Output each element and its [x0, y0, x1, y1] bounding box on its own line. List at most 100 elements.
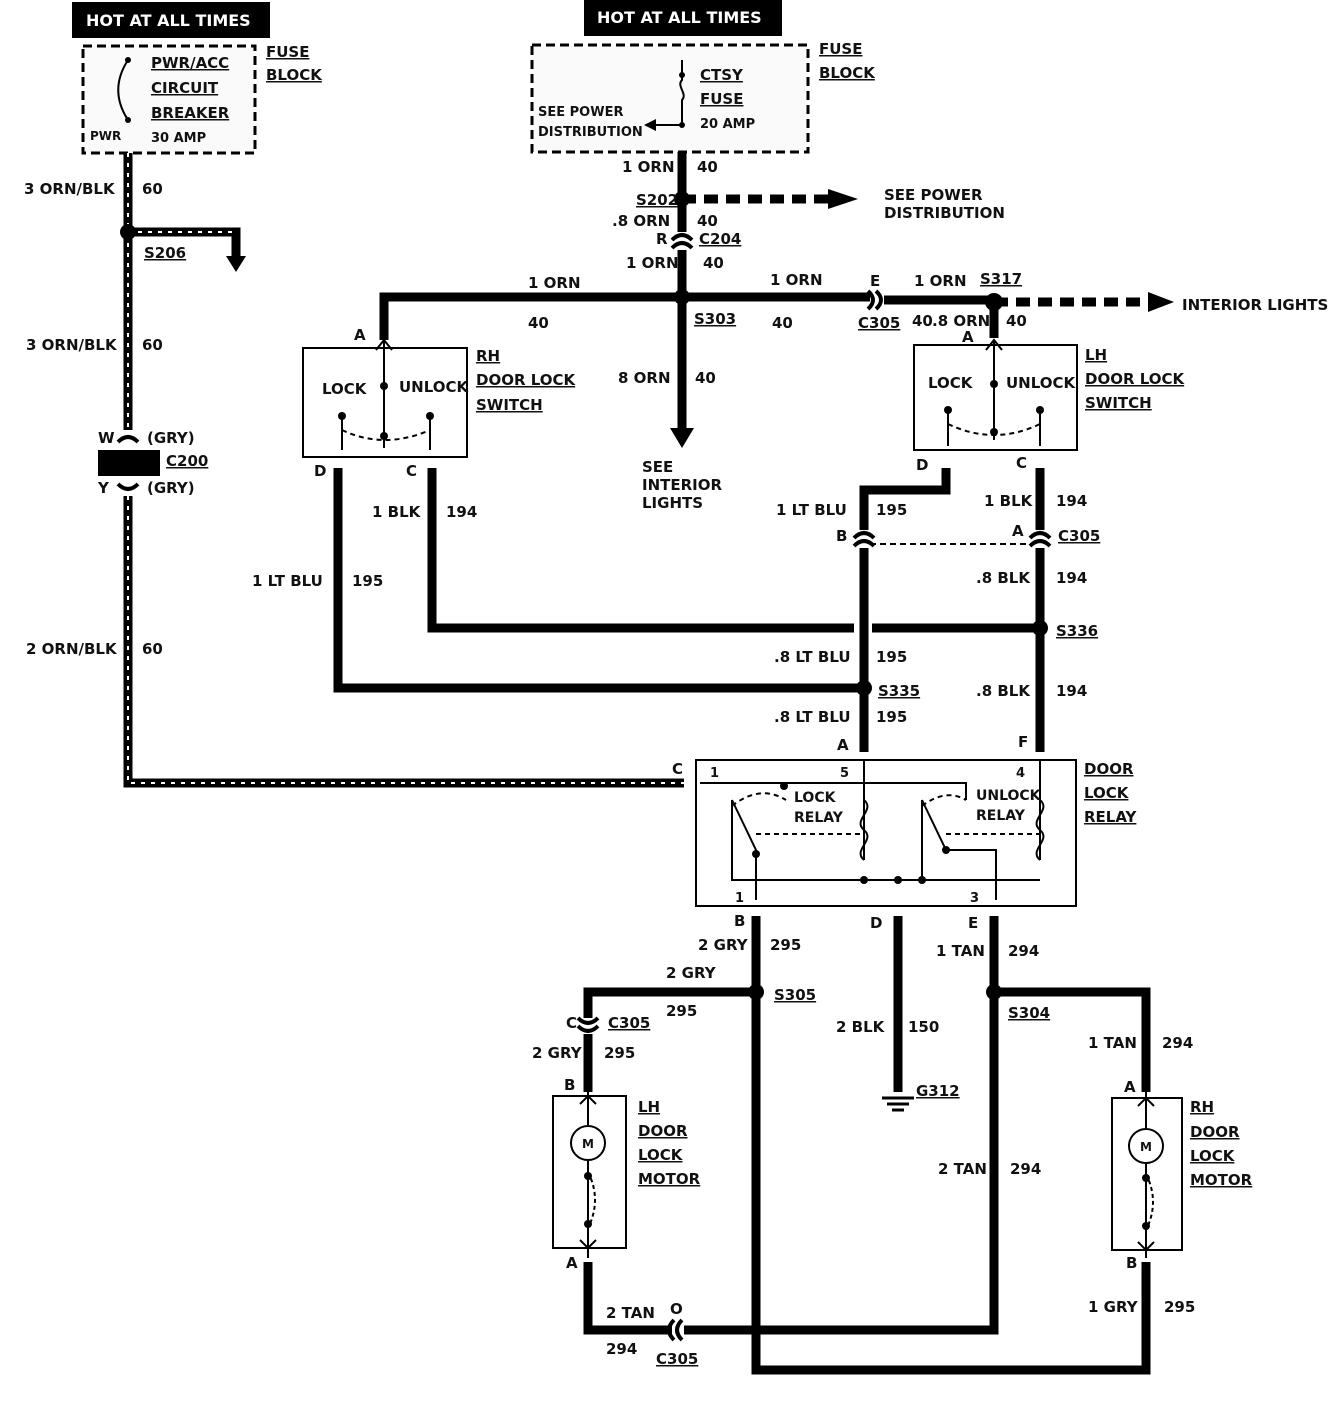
splice-s305	[748, 984, 764, 1000]
ground-g312-label: G312	[916, 1082, 960, 1100]
header-left-bg	[72, 2, 270, 38]
rh-motor-symbol	[1128, 1128, 1164, 1164]
wire-label-08orn-s317: .8 ORN	[932, 312, 990, 330]
pin-a-rh: A	[354, 326, 366, 344]
breaker-label-2: CIRCUIT	[151, 79, 219, 97]
wire-label-1tan-b: 1 TAN	[1088, 1034, 1137, 1052]
lh-switch-lock: LOCK	[928, 374, 974, 392]
connector-c305-mid: C305	[1058, 527, 1100, 545]
pin-b-rh-motor: B	[1126, 1254, 1137, 1272]
lh-switch-l2: DOOR LOCK	[1085, 370, 1186, 388]
fuse-label-2: FUSE	[700, 90, 743, 108]
breaker-rating: 30 AMP	[151, 131, 206, 146]
wire-label-8orn: 8 ORN	[618, 369, 671, 387]
lh-switch-l1: LH	[1085, 346, 1107, 364]
lh-motor-symbol	[570, 1125, 606, 1161]
wire-num-40-down: 40	[695, 369, 716, 387]
wire-num-195-a: 195	[876, 648, 907, 666]
relay-pin-1-bot: 1	[735, 891, 744, 906]
wire-label-1ltblu-rh: 1 LT BLU	[252, 572, 323, 590]
wire-tan-lh-motor	[583, 1262, 672, 1335]
wire-label-08ltblu-1: .8 LT BLU	[774, 648, 851, 666]
splice-s202-label: S202	[636, 191, 678, 209]
wire-label-1tan-a: 1 TAN	[936, 942, 985, 960]
rh-switch-l2: DOOR LOCK	[476, 371, 577, 389]
rh-switch-unlock: UNLOCK	[399, 378, 470, 396]
connector-c200-label: C200	[166, 452, 208, 470]
fuse-label-1: CTSY	[700, 66, 744, 84]
wire-num-295-c: 295	[604, 1044, 635, 1062]
c200-gry-top: (GRY)	[147, 429, 195, 447]
lh-motor-l3: LOCK	[638, 1146, 684, 1164]
wire-num-60-2: 60	[142, 336, 163, 354]
splice-s304-label: S304	[1008, 1004, 1050, 1022]
breaker-label-3: BREAKER	[151, 104, 230, 122]
wire-label-2tan-a: 2 TAN	[938, 1160, 987, 1178]
splice-s335-label: S335	[878, 682, 920, 700]
wire-tan-relay-e	[684, 916, 999, 1335]
pin-f-relay: F	[1018, 733, 1028, 751]
wire-num-294-d: 294	[606, 1340, 637, 1358]
wire-num-294-c: 294	[1010, 1160, 1041, 1178]
wire-gry-relay-b	[751, 916, 1151, 1375]
connector-c305-bot: C305	[608, 1014, 650, 1032]
pin-o-c305: O	[670, 1300, 683, 1318]
breaker-label-1: PWR/ACC	[151, 54, 229, 72]
rh-motor-l1: RH	[1190, 1098, 1214, 1116]
wire-num-195-b: 195	[876, 708, 907, 726]
connector-c200	[98, 450, 160, 476]
wire-num-195-rh: 195	[352, 572, 383, 590]
wire-label-08blk-1: .8 BLK	[976, 569, 1031, 587]
wire-label-08orn-top: .8 ORN	[612, 212, 670, 230]
pin-e-c305: E	[870, 272, 880, 290]
wire-num-40-busl: 40	[528, 314, 549, 332]
splice-s304	[986, 984, 1002, 1000]
splice-s206	[120, 224, 136, 240]
wire-num-40-s317a: 40	[912, 312, 933, 330]
see-power-dist-2: DISTRIBUTION	[884, 204, 1005, 222]
pin-y: Y	[97, 479, 110, 497]
relay-l1: DOOR	[1084, 760, 1134, 778]
relay-pin-3: 3	[970, 891, 979, 906]
see-power-dist-1: SEE POWER	[884, 186, 983, 204]
connector-c305-top: C305	[858, 314, 900, 332]
c200-gry-bot: (GRY)	[147, 479, 195, 497]
pin-c-lh: C	[1016, 454, 1027, 472]
pin-a-lh-motor: A	[566, 1254, 578, 1272]
wire-label-1orn-top: 1 ORN	[622, 158, 675, 176]
breaker-box	[81, 44, 257, 155]
pin-c-rh: C	[406, 462, 417, 480]
splice-s317-label: S317	[980, 270, 1022, 288]
connector-c204-label: C204	[699, 230, 741, 248]
pin-d-lh: D	[916, 456, 928, 474]
splice-s335	[856, 680, 872, 696]
splice-s303-label: S303	[694, 310, 736, 328]
wire-num-294-b: 294	[1162, 1034, 1193, 1052]
fuse-block-center-2: BLOCK	[819, 64, 876, 82]
lh-motor-l2: DOOR	[638, 1122, 688, 1140]
header-center: HOT AT ALL TIMES	[597, 8, 762, 27]
wire-num-194-rh: 194	[446, 503, 477, 521]
pin-e-relay: E	[968, 914, 978, 932]
wire-rh-c-blk	[427, 468, 854, 633]
wire-label-2gry-a: 2 GRY	[698, 936, 749, 954]
pin-w: W	[98, 429, 115, 447]
header-left: HOT AT ALL TIMES	[86, 11, 251, 30]
relay-pin-4: 4	[1016, 766, 1025, 781]
lh-motor-l4: MOTOR	[638, 1170, 701, 1188]
relay-l2: LOCK	[1084, 784, 1130, 802]
wire-num-40-c204a: 40	[697, 212, 718, 230]
wire-gry-to-lh	[583, 987, 756, 1018]
splice-s336	[1032, 620, 1048, 636]
wire-label-2gry-b: 2 GRY	[666, 964, 717, 982]
wire-num-195-lh: 195	[876, 501, 907, 519]
rh-motor-l2: DOOR	[1190, 1123, 1240, 1141]
wire-label-1orn-busl: 1 ORN	[528, 274, 581, 292]
splice-s303	[674, 289, 690, 305]
wire-label-1orn-c204: 1 ORN	[626, 254, 679, 272]
pin-b-relay: B	[734, 912, 745, 930]
pin-a-c305: A	[1012, 522, 1024, 540]
wire-label-2gry-c: 2 GRY	[532, 1044, 583, 1062]
pin-a-lh: A	[962, 328, 974, 346]
unlock-relay-1: UNLOCK	[976, 788, 1042, 804]
